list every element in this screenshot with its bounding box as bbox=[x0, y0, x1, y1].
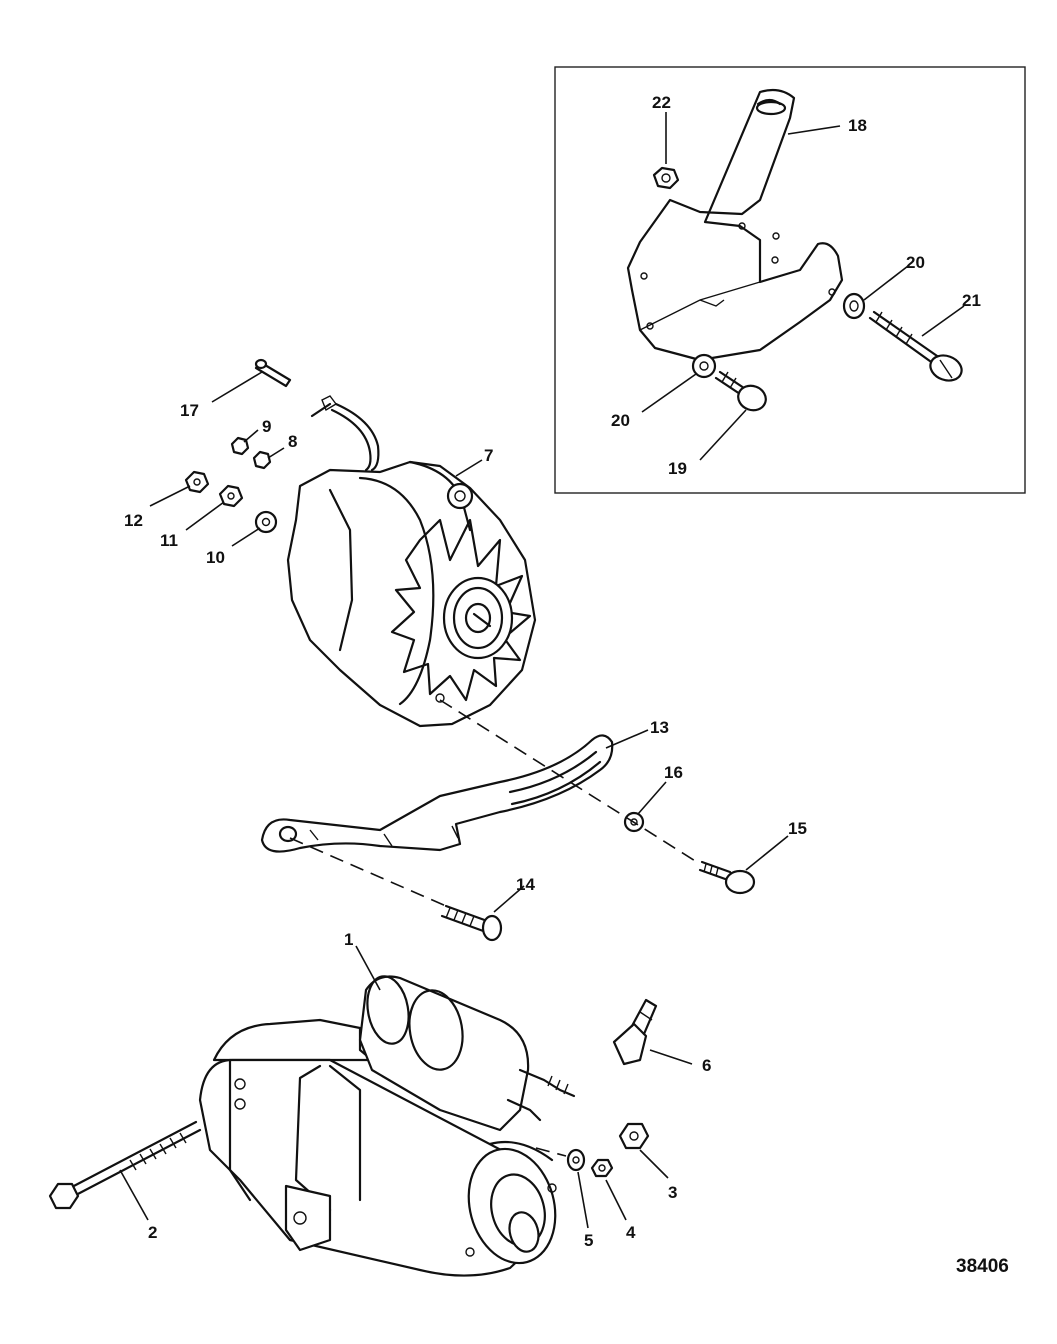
nut-11 bbox=[218, 484, 244, 508]
callout-1: 1 bbox=[344, 930, 353, 949]
alignment-line-starter bbox=[535, 1147, 567, 1157]
leader-13 bbox=[605, 729, 649, 749]
callout-6: 6 bbox=[702, 1056, 711, 1075]
leader-10 bbox=[231, 527, 261, 547]
leader-15 bbox=[745, 835, 789, 871]
washer-5 bbox=[566, 1148, 586, 1172]
callout-5: 5 bbox=[584, 1231, 593, 1250]
washer-10 bbox=[254, 510, 278, 534]
callout-12: 12 bbox=[124, 511, 143, 530]
leader-7 bbox=[455, 459, 483, 477]
leader-20a bbox=[863, 265, 909, 301]
callout-2: 2 bbox=[148, 1223, 157, 1242]
callout-16: 16 bbox=[664, 763, 683, 782]
leader-9 bbox=[243, 429, 259, 443]
callout-10: 10 bbox=[206, 548, 225, 567]
callout-19: 19 bbox=[668, 459, 687, 478]
leader-8 bbox=[267, 447, 285, 459]
inset-frame bbox=[554, 66, 1026, 494]
leader-2 bbox=[119, 1169, 149, 1221]
callout-20-lower: 20 bbox=[611, 411, 630, 430]
washer-20-right bbox=[842, 292, 866, 320]
leader-14 bbox=[493, 885, 525, 913]
callout-11: 11 bbox=[160, 531, 178, 550]
alignment-line-upper bbox=[439, 699, 701, 865]
callout-9: 9 bbox=[262, 417, 271, 436]
leader-5 bbox=[577, 1171, 589, 1229]
bolt-15 bbox=[698, 860, 756, 895]
leader-3 bbox=[639, 1149, 669, 1179]
adjusting-arm-13 bbox=[260, 734, 614, 853]
bolt-14 bbox=[440, 904, 503, 942]
nut-22 bbox=[652, 166, 680, 190]
callout-13: 13 bbox=[650, 718, 669, 737]
leader-19 bbox=[699, 409, 747, 461]
washer-20-bottom bbox=[691, 353, 717, 379]
callout-14: 14 bbox=[516, 875, 535, 894]
leader-11 bbox=[185, 501, 225, 531]
callout-7: 7 bbox=[484, 446, 493, 465]
callout-17: 17 bbox=[180, 401, 199, 420]
leader-16 bbox=[637, 781, 667, 815]
bolt-19 bbox=[714, 370, 767, 412]
leader-17 bbox=[211, 371, 263, 403]
figure-number: 38406 bbox=[956, 1256, 1009, 1277]
callout-15: 15 bbox=[788, 819, 807, 838]
callout-3: 3 bbox=[668, 1183, 677, 1202]
starter-motor-1 bbox=[198, 975, 576, 1277]
leader-21 bbox=[921, 305, 965, 337]
leader-6 bbox=[649, 1049, 693, 1065]
callout-22: 22 bbox=[652, 93, 671, 112]
leader-18 bbox=[787, 125, 841, 135]
leader-1 bbox=[355, 945, 381, 991]
bolt-2 bbox=[48, 1120, 202, 1210]
leader-4 bbox=[605, 1179, 627, 1221]
callout-4: 4 bbox=[626, 1223, 636, 1242]
alignment-line-lower bbox=[289, 837, 447, 907]
nut-12 bbox=[184, 470, 210, 494]
callout-21: 21 bbox=[962, 291, 981, 310]
terminal-6 bbox=[612, 998, 658, 1066]
nut-4 bbox=[590, 1158, 614, 1178]
alternator-7 bbox=[286, 395, 537, 728]
nut-8 bbox=[252, 450, 272, 470]
callout-18: 18 bbox=[848, 116, 867, 135]
nut-3 bbox=[618, 1122, 650, 1150]
leader-20b bbox=[641, 373, 697, 413]
bolt-21 bbox=[868, 310, 963, 382]
callout-8: 8 bbox=[288, 432, 297, 451]
pin-17 bbox=[254, 358, 292, 388]
leader-12 bbox=[149, 485, 191, 507]
callout-20-upper: 20 bbox=[906, 253, 925, 272]
